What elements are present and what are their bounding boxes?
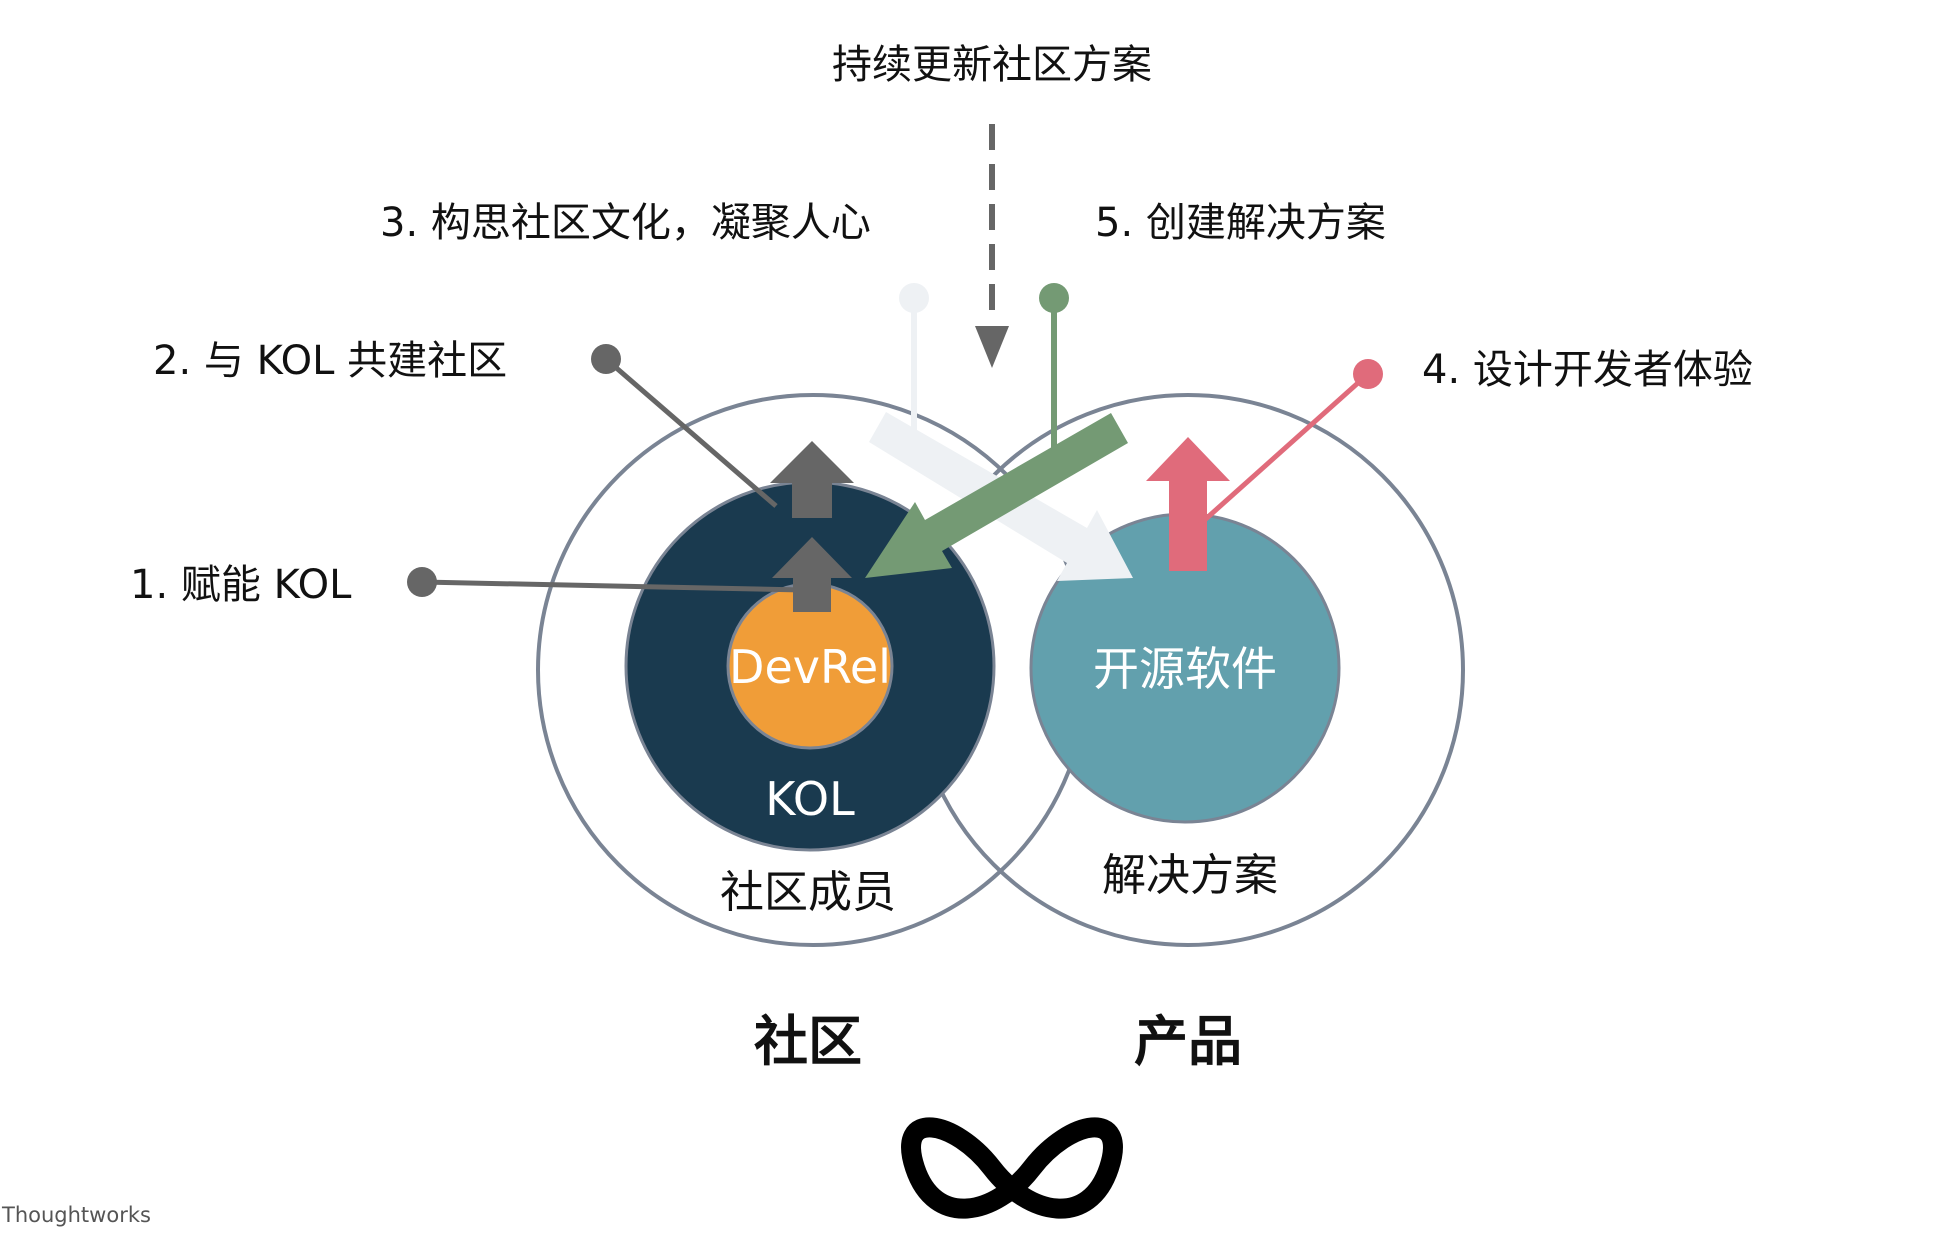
devrel-label: DevRel <box>729 640 891 694</box>
product-up-arrow <box>1146 437 1230 571</box>
devrel-to-kol-arrow <box>772 537 852 612</box>
open-source-label: 开源软件 <box>1093 642 1277 696</box>
infinity-icon <box>901 1117 1123 1219</box>
update-arrow-head <box>975 326 1009 368</box>
solutions-label: 解决方案 <box>1102 850 1278 901</box>
product-section-title: 产品 <box>1134 1010 1242 1073</box>
step2-pointer-line <box>604 357 778 508</box>
top-label: 持续更新社区方案 <box>832 42 1152 88</box>
step2-label: 2. 与 KOL 共建社区 <box>153 338 507 384</box>
step1-pointer-dot <box>407 567 437 597</box>
step1-pointer-line <box>421 579 804 593</box>
step3-label: 3. 构思社区文化，凝聚人心 <box>380 200 871 246</box>
watermark: Thoughtworks <box>1 1203 151 1227</box>
step1-label: 1. 赋能 KOL <box>130 562 352 608</box>
step2-pointer-dot <box>591 344 621 374</box>
step5-label: 5. 创建解决方案 <box>1095 200 1386 246</box>
step4-pointer-line <box>1197 372 1370 527</box>
step3-pointer-dot <box>899 283 929 313</box>
step4-label: 4. 设计开发者体验 <box>1422 347 1753 393</box>
kol-label: KOL <box>765 772 855 826</box>
community-section-title: 社区 <box>754 1010 862 1073</box>
solution-to-community-arrow <box>865 413 1128 578</box>
step4-pointer-dot <box>1353 359 1383 389</box>
step5-pointer-dot <box>1039 283 1069 313</box>
community-members-label: 社区成员 <box>720 867 896 918</box>
kol-to-community-arrow <box>770 441 854 518</box>
